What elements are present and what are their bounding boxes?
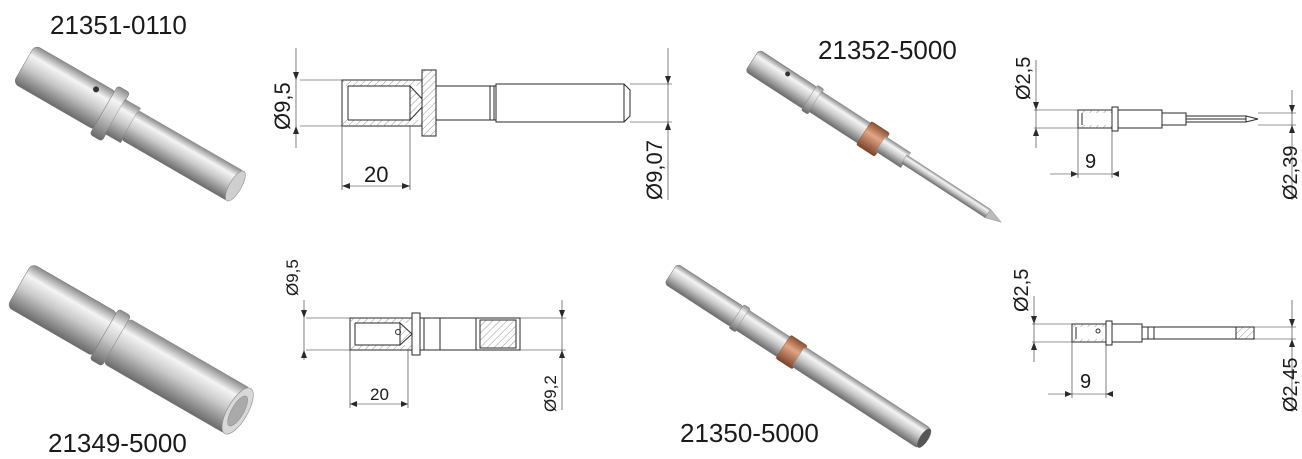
render-21349-5000	[8, 265, 254, 435]
drawing-21352-5000	[1033, 60, 1296, 200]
part-code-21349-5000: 21349-5000	[48, 428, 187, 458]
dim-bore-21350: Ø2,45	[1280, 358, 1302, 412]
dim-depth-21349: 20	[370, 385, 389, 404]
render-21352-5000	[746, 50, 1002, 223]
part-code-21350-5000: 21350-5000	[680, 418, 819, 448]
render-21351-0110	[15, 46, 246, 202]
dim-outer-21352: Ø2,5	[1013, 57, 1035, 100]
drawing-21350-5000	[1031, 296, 1296, 412]
dim-depth-21352: 9	[1085, 151, 1096, 173]
dim-pin-21352: Ø2,39	[1280, 146, 1302, 200]
drawing-21351-0110	[293, 48, 672, 200]
drawing-21349-5000	[301, 300, 566, 410]
part-code-21351-0110: 21351-0110	[50, 10, 187, 40]
dim-bore-21349: Ø9,2	[541, 375, 560, 412]
dim-bore-21351: Ø9,07	[642, 140, 667, 200]
render-21350-5000	[665, 264, 932, 448]
dim-outer-21350: Ø2,5	[1011, 269, 1033, 312]
dim-outer-21349: Ø9,5	[283, 259, 302, 296]
dim-outer-21351: Ø9,5	[270, 82, 295, 130]
part-code-21352-5000: 21352-5000	[818, 35, 957, 65]
dim-depth-21350: 9	[1080, 371, 1091, 393]
dim-depth-21351: 20	[364, 162, 388, 187]
